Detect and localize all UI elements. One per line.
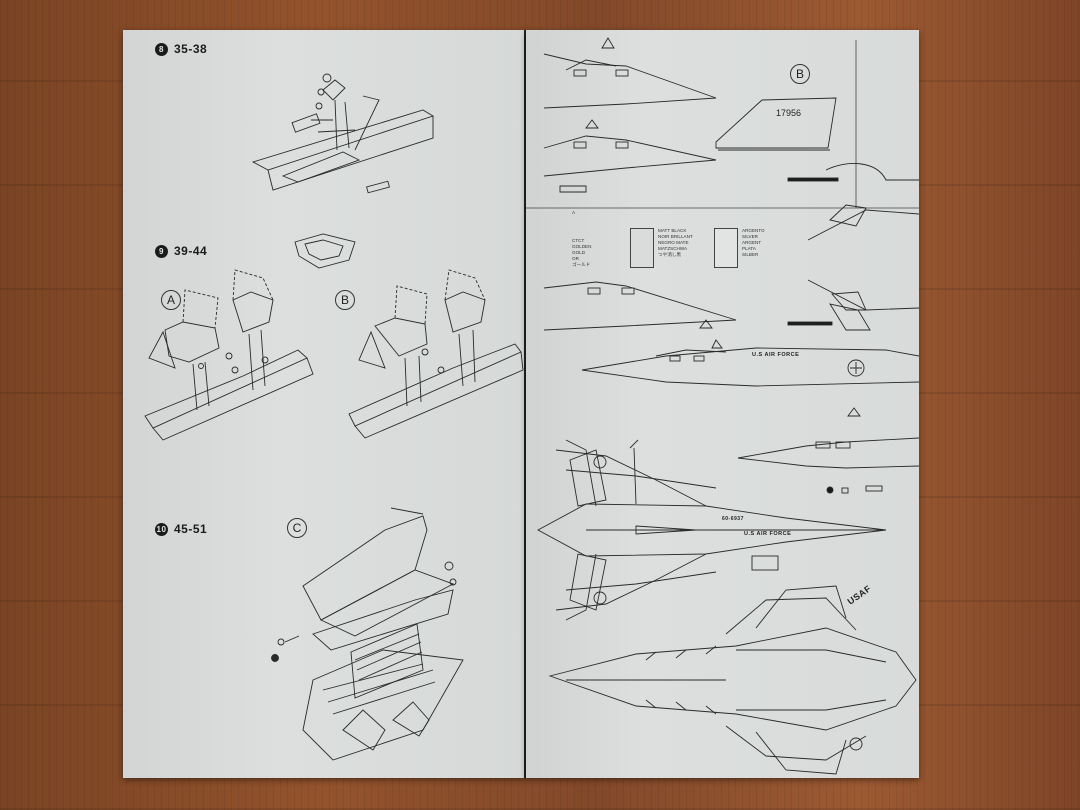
step-number-badge: 9 <box>155 244 168 258</box>
step-number-badge: 8 <box>155 42 168 56</box>
color-legend-silver: ARGENTO SILVER ARGENT PLATA SILBER <box>742 228 765 257</box>
step-8-diagram <box>251 73 435 194</box>
color-legend-marker: A <box>572 210 576 215</box>
marking-air-force: U.S AIR FORCE <box>752 352 800 358</box>
tail-number: 17956 <box>776 108 802 118</box>
step-header-9: 9 39-44 <box>155 244 207 258</box>
view-label-c: C <box>287 518 307 538</box>
marking-air-force-top: U.S AIR FORCE <box>744 531 792 537</box>
instruction-page-right: B 17956 A CTCT GOLDEN GOLD OR ゴールド MATT … <box>526 30 919 778</box>
step-header-8: 8 35-38 <box>155 42 207 56</box>
color-legend-gold: CTCT GOLDEN GOLD OR ゴールド <box>572 238 592 267</box>
step-9-diagram-b <box>348 269 524 439</box>
instruction-page-left: 8 35-38 9 39-44 10 45-51 A B C <box>123 30 526 778</box>
view-label-b-right: B <box>790 64 810 84</box>
top-view-aircraft <box>537 439 887 621</box>
marking-serial: 60-6937 <box>722 516 744 522</box>
step-number-badge: 10 <box>155 522 168 536</box>
painting-diagrams-right <box>526 37 919 775</box>
step-10-diagram-c <box>271 507 464 761</box>
booklet-spine <box>524 30 527 778</box>
step-parts-range: 35-38 <box>174 42 208 56</box>
assembly-diagrams-left <box>144 73 524 761</box>
step-parts-range: 39-44 <box>174 244 208 258</box>
color-swatch-silver <box>714 228 738 268</box>
bottom-view-aircraft <box>548 585 917 775</box>
view-label-b: B <box>335 290 355 310</box>
color-legend-black: MATT BLACK NOIR BRILLANT NEGRO MATE MATZ… <box>658 228 693 257</box>
view-label-a: A <box>161 290 181 310</box>
step-parts-range: 45-51 <box>174 522 208 536</box>
step-9-diagram-a <box>144 269 314 441</box>
step-header-10: 10 45-51 <box>155 522 207 536</box>
color-swatch-black <box>630 228 654 268</box>
